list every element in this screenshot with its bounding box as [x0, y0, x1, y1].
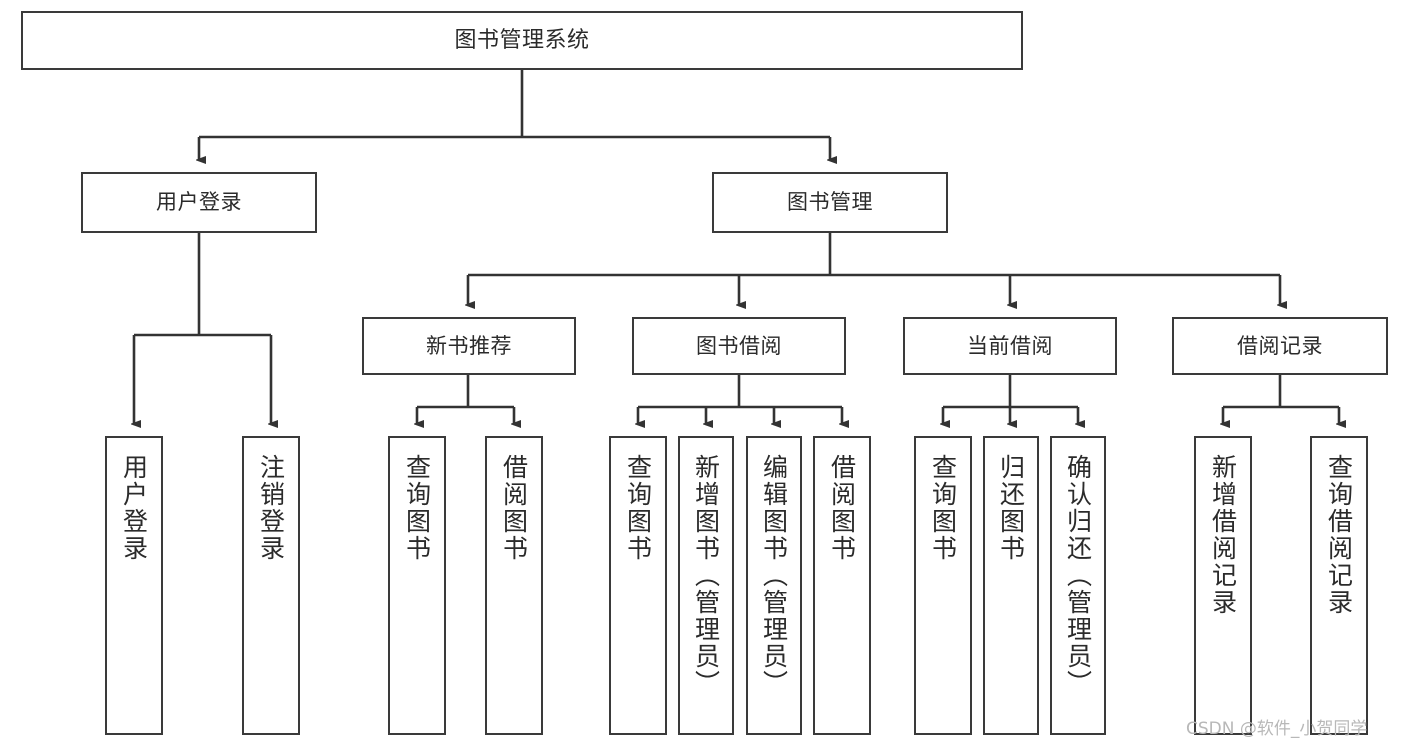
node-label: 注销登录 — [256, 454, 286, 562]
leaf-current-query-book[interactable]: 查询图书 — [914, 436, 972, 735]
leaf-record-add-record[interactable]: 新增借阅记录 — [1194, 436, 1252, 735]
leaf-current-return-book[interactable]: 归还图书 — [983, 436, 1039, 735]
node-label: 借阅记录 — [1237, 333, 1323, 358]
node-label: 新增图书（管理员） — [691, 454, 721, 697]
node-label: 查询图书 — [928, 454, 958, 562]
leaf-record-query-record[interactable]: 查询借阅记录 — [1310, 436, 1368, 735]
node-label: 图书借阅 — [696, 333, 782, 358]
node-label: 用户登录 — [156, 190, 242, 215]
node-label: 当前借阅 — [967, 333, 1053, 358]
node-label: 图书管理系统 — [454, 27, 590, 53]
node-label: 用户登录 — [119, 454, 149, 562]
node-label: 新增借阅记录 — [1208, 454, 1238, 616]
node-label: 图书管理 — [787, 190, 873, 215]
node-label: 查询图书 — [402, 454, 432, 562]
leaf-recommend-query-book[interactable]: 查询图书 — [388, 436, 446, 735]
node-label: 查询图书 — [623, 454, 653, 562]
node-book-borrow[interactable]: 图书借阅 — [632, 317, 846, 375]
csdn-watermark: CSDN @软件_小贺同学 — [1186, 719, 1368, 739]
node-label: 借阅图书 — [827, 454, 857, 562]
node-new-book-recommend[interactable]: 新书推荐 — [362, 317, 576, 375]
leaf-recommend-borrow-book[interactable]: 借阅图书 — [485, 436, 543, 735]
leaf-user-login[interactable]: 用户登录 — [105, 436, 163, 735]
node-label: 归还图书 — [996, 454, 1026, 562]
node-label: 借阅图书 — [499, 454, 529, 562]
leaf-borrow-add-book-admin[interactable]: 新增图书（管理员） — [678, 436, 734, 735]
node-label: 查询借阅记录 — [1324, 454, 1354, 616]
node-user-login[interactable]: 用户登录 — [81, 172, 317, 233]
leaf-borrow-query-book[interactable]: 查询图书 — [609, 436, 667, 735]
leaf-user-logout[interactable]: 注销登录 — [242, 436, 300, 735]
node-current-borrow[interactable]: 当前借阅 — [903, 317, 1117, 375]
node-root-system[interactable]: 图书管理系统 — [21, 11, 1023, 70]
leaf-current-confirm-return-admin[interactable]: 确认归还（管理员） — [1050, 436, 1106, 735]
leaf-borrow-borrow-book[interactable]: 借阅图书 — [813, 436, 871, 735]
leaf-borrow-edit-book-admin[interactable]: 编辑图书（管理员） — [746, 436, 802, 735]
node-label: 新书推荐 — [426, 333, 512, 358]
node-label: 确认归还（管理员） — [1063, 454, 1093, 697]
node-borrow-record[interactable]: 借阅记录 — [1172, 317, 1388, 375]
node-book-management[interactable]: 图书管理 — [712, 172, 948, 233]
node-label: 编辑图书（管理员） — [759, 454, 789, 697]
